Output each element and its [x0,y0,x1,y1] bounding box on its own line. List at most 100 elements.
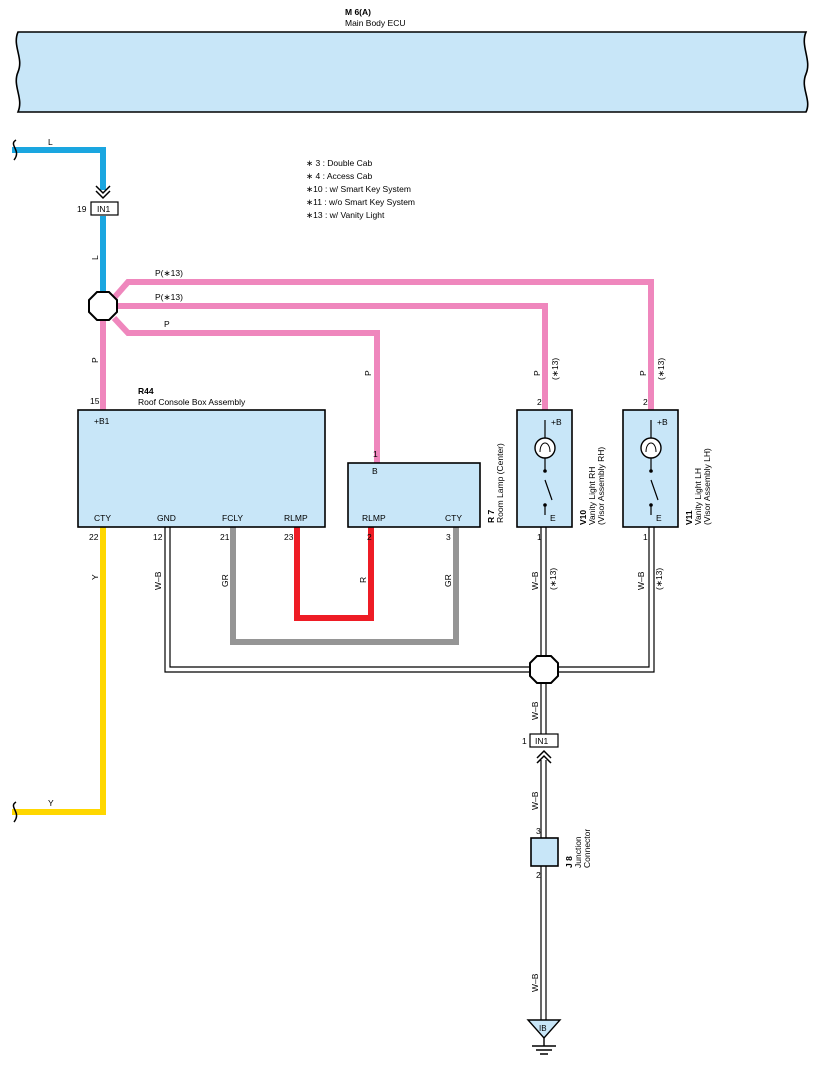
note-5: ∗13 : w/ Vanity Light [306,210,385,220]
v10-name: Vanity Light RH [587,467,597,525]
v10-pin-e-num: 1 [537,532,542,542]
wire-L [12,147,106,190]
wire-WB-group [164,527,655,1020]
label-L-vert: L [90,255,100,260]
ground-ib: IB [526,1019,562,1055]
in1-bottom-pin: 1 [522,736,527,746]
v11-sub: (Visor Assembly LH) [702,448,712,525]
v11-pin-e-label: E [656,513,662,523]
r44-pin-rlmp-label: RLMP [284,513,308,523]
v11-pin-plus-label: +B [657,417,668,427]
j8-name2: Connector [582,829,592,868]
v11-vanity-light-lh: +B 2 E 1 V11 Vanity Light LH (Visor Asse… [622,397,712,542]
r7-name: Room Lamp (Center) [495,443,505,523]
label-WB-v10-note: (∗13) [548,568,558,590]
note-1: ∗ 3 : Double Cab [306,158,372,168]
wire-R [294,527,374,621]
connector-in1-bottom: IN1 1 [522,733,559,764]
r44-name: Roof Console Box Assembly [138,397,246,407]
j8-name: Junction [573,836,583,868]
in1-top-label: IN1 [97,204,111,214]
v11-pin-plus-num: 2 [643,397,648,407]
wire-labels: L L P(∗13) P(∗13) P P P P (∗13) P (∗13) … [48,137,666,992]
splice-junction-top [88,291,118,321]
v11-pin-e-num: 1 [643,532,648,542]
v10-sub: (Visor Assembly RH) [596,447,606,525]
r44-pin-rlmp-num: 23 [284,532,294,542]
switch-icon [544,420,553,515]
wire-break-left-top [12,139,18,161]
legend-notes: ∗ 3 : Double Cab ∗ 4 : Access Cab ∗10 : … [306,158,415,220]
bulb-icon [534,437,556,459]
wire-P-group [100,279,654,463]
label-WB-v11-note: (∗13) [654,568,664,590]
wire-break-left-bottom [12,801,18,823]
connector-in1-top: IN1 19 [77,185,119,216]
label-P-v11-note: (∗13) [656,358,666,380]
label-WB-bottom: W–B [530,973,540,992]
r44-pin-cty-num: 22 [89,532,99,542]
label-P-v10-note: (∗13) [550,358,560,380]
v11-name: Vanity Light LH [693,468,703,525]
label-GR-fcly: GR [220,574,230,587]
r7-pin-rlmp-label: RLMP [362,513,386,523]
ground-label: IB [539,1024,547,1033]
v10-pin-e-label: E [550,513,556,523]
label-WB-v10: W–B [530,571,540,590]
label-P-vert: P [90,357,100,363]
label-P-r7: P [363,370,373,376]
v10-pin-plus-label: +B [551,417,562,427]
bulb-icon [640,437,662,459]
v10-vanity-light-rh: +B 2 E 1 V10 Vanity Light RH (Visor Asse… [516,397,606,542]
label-Y-vert: Y [90,574,100,580]
r7-pin-rlmp-num: 2 [367,532,372,542]
label-P13-b: P(∗13) [155,292,183,302]
in1-top-pin: 19 [77,204,87,214]
r7-code: R 7 [486,510,496,524]
r44-code: R44 [138,386,154,396]
ecu-code: M 6(A) [345,7,371,17]
label-L-top: L [48,137,53,147]
label-P13-a: P(∗13) [155,268,183,278]
label-R: R [358,577,368,583]
r44-pin-b1-label: +B1 [94,416,110,426]
r7-pin-cty-num: 3 [446,532,451,542]
label-WB-gnd: W–B [153,571,163,590]
switch-icon [650,420,659,515]
v10-pin-plus-num: 2 [537,397,542,407]
r7-pin-b-label: B [372,466,378,476]
label-P-v11: P [638,370,648,376]
r7-pin-b-num: 1 [373,449,378,459]
label-GR-cty: GR [443,574,453,587]
wire-GR [230,527,459,645]
label-WB-lower: W–B [530,791,540,810]
main-body-ecu: M 6(A) Main Body ECU [15,7,809,113]
label-WB-mid: W–B [530,701,540,720]
ground-icon [532,1038,556,1055]
label-P-v10: P [532,370,542,376]
j8-pin-top: 3 [536,826,541,836]
r44-pin-cty-label: CTY [94,513,111,523]
r44-pin-gnd-label: GND [157,513,176,523]
j8-junction-connector: 3 2 J 8 Junction Connector [530,826,592,880]
r7-pin-cty-label: CTY [445,513,462,523]
v11-code: V11 [684,510,694,525]
j8-pin-bottom: 2 [536,870,541,880]
r44-pin-b1-num: 15 [90,396,100,406]
r44-roof-console-box: R44 Roof Console Box Assembly +B1 15 CTY… [77,386,326,542]
r44-pin-fcly-num: 21 [220,532,230,542]
r7-room-lamp: 1 B RLMP 2 CTY 3 R 7 Room Lamp (Center) [347,443,505,542]
v10-code: V10 [578,510,588,525]
note-4: ∗11 : w/o Smart Key System [306,197,415,207]
label-P-c: P [164,319,170,329]
splice-junction-bottom [529,655,559,684]
ecu-name: Main Body ECU [345,18,405,28]
note-2: ∗ 4 : Access Cab [306,171,372,181]
label-WB-v11: W–B [636,571,646,590]
j8-code: J 8 [564,856,574,868]
r44-pin-gnd-num: 12 [153,532,163,542]
label-Y-bottom: Y [48,798,54,808]
note-3: ∗10 : w/ Smart Key System [306,184,411,194]
in1-bottom-label: IN1 [535,736,549,746]
